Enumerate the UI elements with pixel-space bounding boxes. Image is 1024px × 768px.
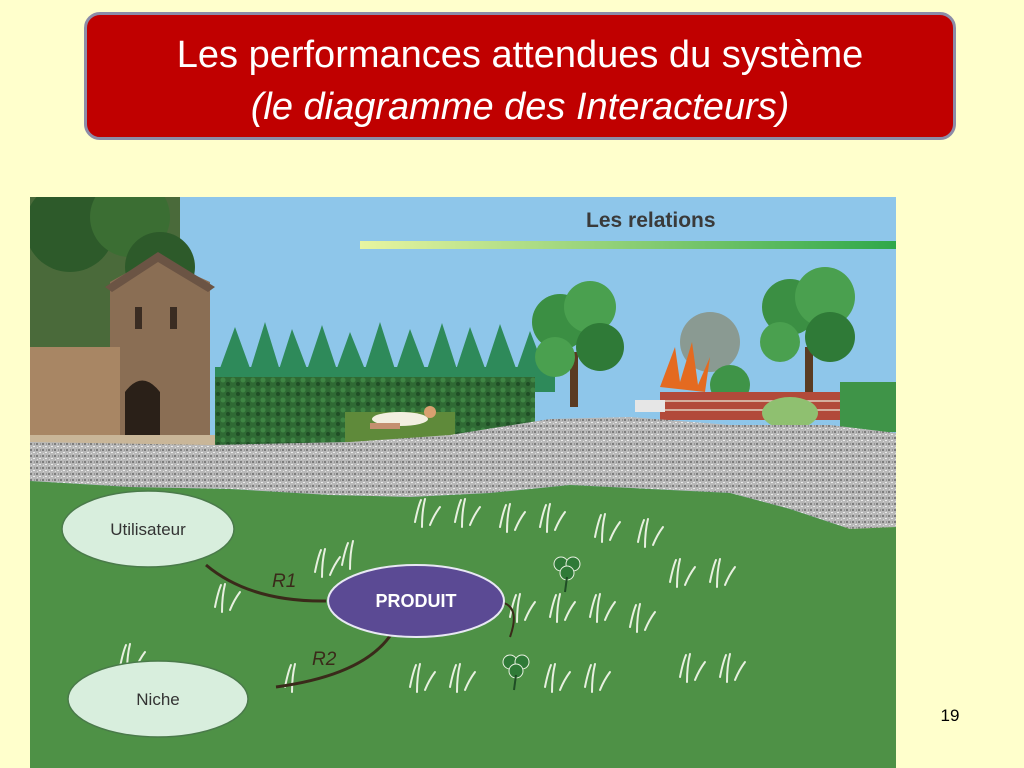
scene-illustration: Les relations R1 R2 Utilisateur PRODUIT … (30, 197, 896, 768)
relation-line-r2 (275, 632, 394, 689)
heading-underline (360, 241, 896, 249)
clover-icon (502, 556, 581, 691)
gravel-path (30, 417, 896, 529)
relation-label-r1: R1 (272, 571, 296, 592)
slide-subtitle: (le diagramme des Interacteurs) (250, 86, 790, 128)
castle-gate (30, 197, 215, 457)
brick-wall (635, 382, 896, 432)
grass-tufts (119, 498, 746, 693)
node-niche (67, 660, 249, 738)
diagram-heading: Les relations (586, 209, 716, 232)
relation-label-r2: R2 (312, 649, 337, 670)
title-box: Les performances attendues du système (l… (84, 12, 956, 140)
relation-link-tail (503, 602, 515, 638)
relations-scene: Les relations R1 R2 Utilisateur PRODUIT … (30, 197, 896, 768)
node-product (327, 564, 505, 638)
page-number: 19 (940, 706, 960, 725)
garden-trees (532, 267, 855, 407)
node-user-label: Utilisateur (110, 520, 186, 539)
node-user (61, 490, 235, 568)
node-product-label: PRODUIT (376, 591, 457, 611)
slide-title: Les performances attendues du système (176, 34, 864, 76)
relation-line-r1 (205, 563, 327, 603)
node-niche-label: Niche (136, 690, 179, 709)
